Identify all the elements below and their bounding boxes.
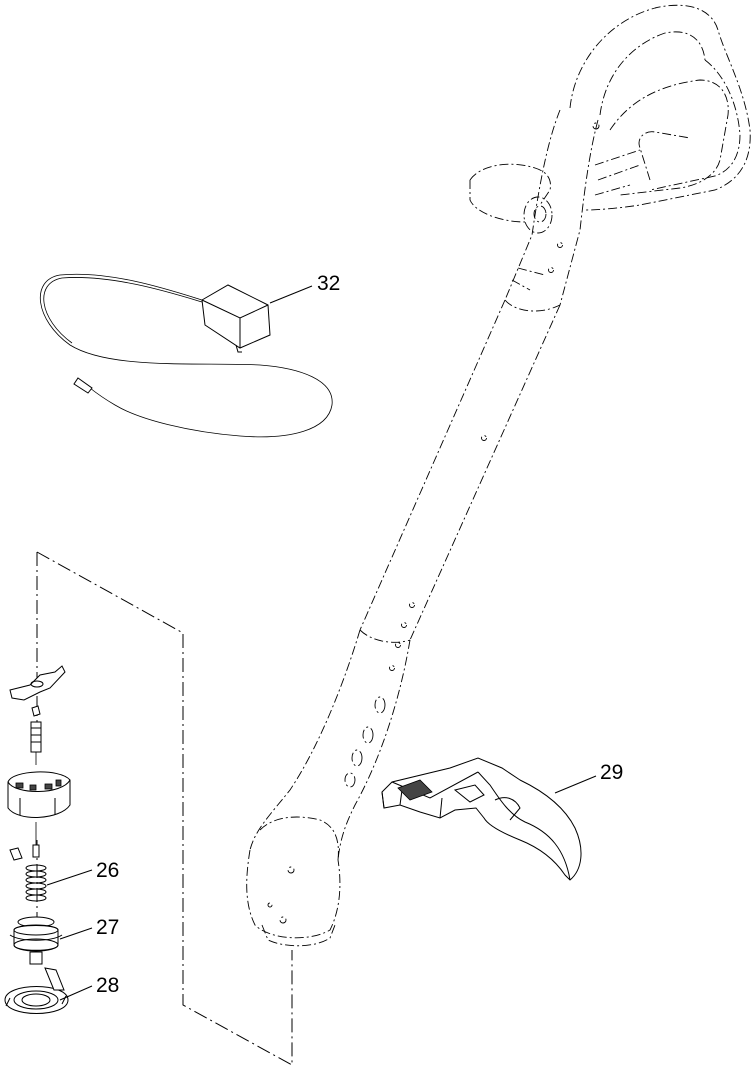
drive-hub bbox=[7, 771, 71, 818]
callout-26: 26 bbox=[96, 859, 119, 882]
callout-27: 27 bbox=[96, 916, 119, 939]
guard-part bbox=[381, 757, 582, 881]
spring bbox=[25, 844, 47, 902]
callout-28: 28 bbox=[96, 974, 119, 997]
spool-cap bbox=[4, 967, 69, 1014]
charger-assembly bbox=[39, 273, 333, 438]
callout-32: 32 bbox=[317, 272, 340, 295]
spool-exploded-parts bbox=[4, 665, 71, 1014]
drive-shaft bbox=[30, 721, 42, 765]
trimmer-body-phantom bbox=[246, 4, 751, 947]
charger-plug bbox=[73, 377, 93, 394]
explosion-guide bbox=[36, 551, 293, 1066]
leader-lines bbox=[46, 285, 597, 1001]
spool bbox=[9, 916, 63, 965]
callout-29: 29 bbox=[600, 761, 623, 784]
charger-adapter bbox=[201, 284, 271, 353]
cutter-plate bbox=[9, 665, 66, 701]
